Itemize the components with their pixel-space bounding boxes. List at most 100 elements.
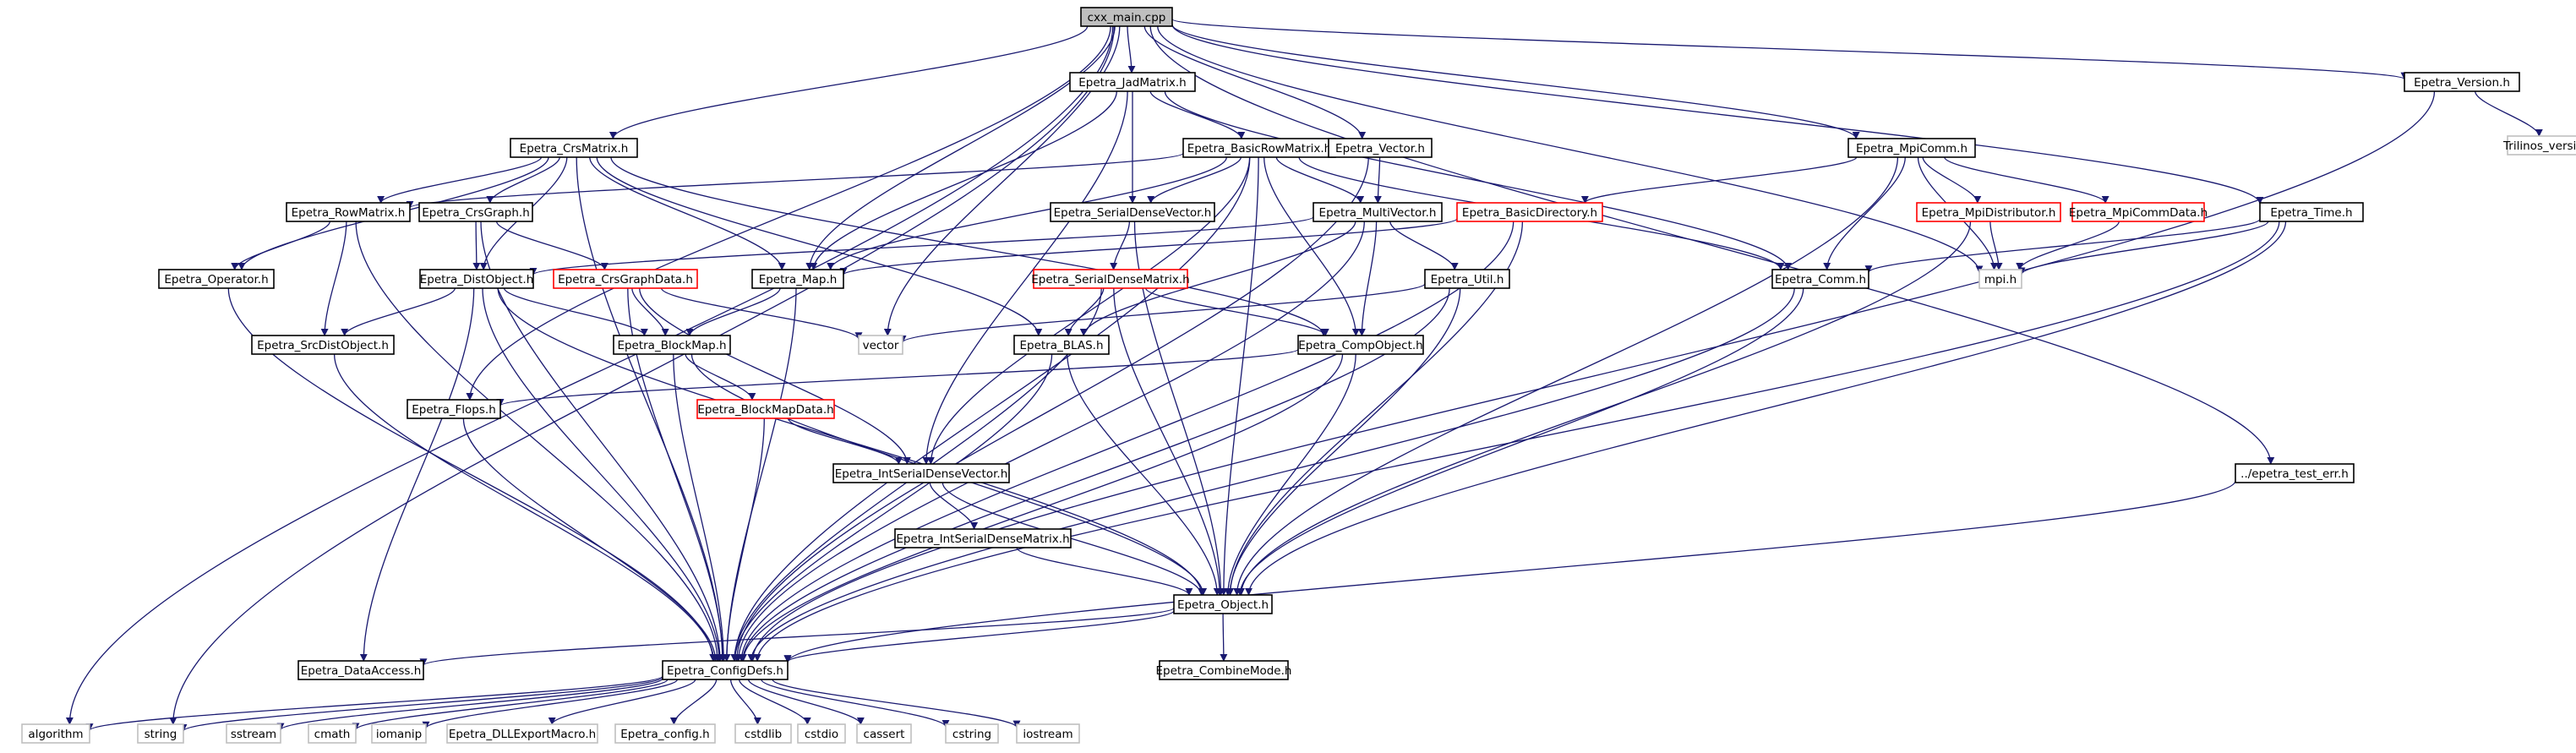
node-box bbox=[418, 202, 533, 222]
node-vector_h[interactable]: Epetra_Vector.h bbox=[1328, 138, 1433, 158]
node-flops[interactable]: Epetra_Flops.h bbox=[407, 399, 501, 419]
node-crsgraph[interactable]: Epetra_CrsGraph.h bbox=[418, 202, 533, 222]
node-box bbox=[308, 723, 357, 744]
node-label: cxx_main.cpp bbox=[1088, 11, 1166, 25]
node-basicdir[interactable]: Epetra_BasicDirectory.h bbox=[1456, 202, 1603, 222]
node-root[interactable]: cxx_main.cpp bbox=[1080, 7, 1173, 27]
node-box bbox=[371, 723, 427, 744]
edge-configdefs-to-cassert bbox=[747, 679, 865, 725]
edge-crs-to-compobj bbox=[610, 156, 1328, 336]
node-label: Epetra_Time.h bbox=[2270, 206, 2352, 220]
node-sdm[interactable]: Epetra_SerialDenseMatrix.h bbox=[1031, 269, 1190, 289]
node-operator[interactable]: Epetra_Operator.h bbox=[158, 269, 275, 289]
node-mpidist[interactable]: Epetra_MpiDistributor.h bbox=[1916, 202, 2061, 222]
edge-configdefs-to-cstring bbox=[761, 679, 950, 728]
node-label: Epetra_RowMatrix.h bbox=[292, 206, 406, 220]
node-box bbox=[614, 723, 716, 744]
edges-layer bbox=[65, 19, 2543, 732]
node-label: cstdio bbox=[805, 728, 838, 741]
node-blockmap[interactable]: Epetra_BlockMap.h bbox=[613, 335, 731, 355]
node-srcdist[interactable]: Epetra_SrcDistObject.h bbox=[251, 335, 395, 355]
node-compobj[interactable]: Epetra_CompObject.h bbox=[1297, 335, 1424, 355]
node-rowmatrix[interactable]: Epetra_RowMatrix.h bbox=[286, 202, 411, 222]
node-distobj[interactable]: Epetra_DistObject.h bbox=[419, 269, 534, 289]
node-vector_std[interactable]: vector bbox=[858, 335, 903, 355]
edge-basicrow-to-sdv bbox=[1147, 156, 1242, 204]
edge-isdv-to-object bbox=[941, 482, 1206, 596]
node-map[interactable]: Epetra_Map.h bbox=[751, 269, 844, 289]
node-algorithm[interactable]: algorithm bbox=[21, 723, 90, 744]
node-box bbox=[1013, 335, 1110, 355]
node-box bbox=[858, 335, 903, 355]
edge-object-to-configdefs bbox=[783, 610, 1175, 663]
node-mpicomm[interactable]: Epetra_MpiComm.h bbox=[1847, 138, 1976, 158]
edge-multivec-to-util bbox=[1389, 221, 1459, 270]
edge-crsgraph-to-distobj bbox=[472, 221, 481, 270]
node-dataaccess[interactable]: Epetra_DataAccess.h bbox=[297, 660, 424, 680]
node-object[interactable]: Epetra_Object.h bbox=[1173, 594, 1273, 614]
node-cmath[interactable]: cmath bbox=[308, 723, 357, 744]
node-crs[interactable]: Epetra_CrsMatrix.h bbox=[510, 138, 638, 158]
node-trilinos[interactable]: Trilinos_version.h bbox=[2502, 135, 2576, 156]
node-box bbox=[226, 723, 281, 744]
node-version[interactable]: Epetra_Version.h bbox=[2404, 72, 2520, 92]
edge-configdefs-to-cstdlib bbox=[729, 679, 761, 725]
node-multivec[interactable]: Epetra_MultiVector.h bbox=[1313, 202, 1443, 222]
node-iomanip[interactable]: iomanip bbox=[371, 723, 427, 744]
node-string[interactable]: string bbox=[137, 723, 184, 744]
edge-configdefs-to-cmath bbox=[352, 679, 669, 731]
edge-root-to-version bbox=[1171, 19, 2408, 80]
node-label: Epetra_JadMatrix.h bbox=[1078, 76, 1186, 90]
node-comm[interactable]: Epetra_Comm.h bbox=[1771, 269, 1869, 289]
node-sstream[interactable]: sstream bbox=[226, 723, 281, 744]
node-box bbox=[21, 723, 90, 744]
node-box bbox=[945, 723, 999, 744]
node-isdm[interactable]: Epetra_IntSerialDenseMatrix.h bbox=[894, 528, 1072, 548]
node-cassert[interactable]: cassert bbox=[856, 723, 912, 744]
node-mpi[interactable]: mpi.h bbox=[1978, 269, 2022, 289]
node-cstring[interactable]: cstring bbox=[945, 723, 999, 744]
node-blockmapdata[interactable]: Epetra_BlockMapData.h bbox=[696, 399, 835, 419]
node-combinemode[interactable]: Epetra_CombineMode.h bbox=[1156, 660, 1292, 680]
node-box bbox=[1033, 269, 1188, 289]
node-dllexport[interactable]: Epetra_DLLExportMacro.h bbox=[446, 723, 598, 744]
node-label: cstring bbox=[952, 728, 991, 741]
node-label: Epetra_DistObject.h bbox=[420, 273, 534, 286]
node-time[interactable]: Epetra_Time.h bbox=[2259, 202, 2364, 222]
node-crsgraphdata[interactable]: Epetra_CrsGraphData.h bbox=[553, 269, 698, 289]
node-sdv[interactable]: Epetra_SerialDenseVector.h bbox=[1050, 202, 1215, 222]
edge-basicrow-to-multivec bbox=[1275, 156, 1365, 204]
edge-root-to-jad bbox=[1127, 25, 1136, 74]
edge-blockmapdata-to-isdv bbox=[787, 417, 903, 465]
edge-jad-to-basicrow bbox=[1149, 90, 1246, 139]
node-box bbox=[2404, 72, 2520, 92]
edge-blas-to-configdefs bbox=[730, 353, 1053, 662]
edge-compobj-to-configdefs bbox=[740, 353, 1344, 662]
node-basicrow[interactable]: Epetra_BasicRowMatrix.h bbox=[1182, 138, 1336, 158]
edge-configdefs-to-cstdio bbox=[739, 679, 811, 725]
edge-vector_h-to-configdefs bbox=[733, 156, 1369, 662]
node-box bbox=[1978, 269, 2022, 289]
node-blas[interactable]: Epetra_BLAS.h bbox=[1013, 335, 1110, 355]
node-config[interactable]: Epetra_config.h bbox=[614, 723, 716, 744]
node-util[interactable]: Epetra_Util.h bbox=[1424, 269, 1510, 289]
node-label: Epetra_ConfigDefs.h bbox=[667, 664, 783, 678]
node-box bbox=[1159, 660, 1289, 680]
node-cstdlib[interactable]: cstdlib bbox=[734, 723, 792, 744]
edge-rowmatrix-to-configdefs bbox=[355, 221, 722, 662]
node-jad[interactable]: Epetra_JadMatrix.h bbox=[1069, 72, 1196, 92]
edge-root-to-algorithm bbox=[65, 25, 1114, 725]
edge-sdv-to-sdm bbox=[1110, 221, 1131, 270]
node-configdefs[interactable]: Epetra_ConfigDefs.h bbox=[662, 660, 789, 680]
node-label: string bbox=[145, 728, 177, 741]
node-label: Epetra_BLAS.h bbox=[1019, 339, 1103, 352]
node-box bbox=[2507, 135, 2576, 156]
edge-rowmatrix-to-srcdist bbox=[320, 221, 347, 336]
node-mpicommdata[interactable]: Epetra_MpiCommData.h bbox=[2069, 202, 2208, 222]
node-cstdio[interactable]: cstdio bbox=[797, 723, 846, 744]
node-box bbox=[832, 463, 1010, 483]
edge-jad-to-comm bbox=[1164, 90, 1793, 270]
node-testerr[interactable]: ../epetra_test_err.h bbox=[2235, 463, 2355, 483]
node-isdv[interactable]: Epetra_IntSerialDenseVector.h bbox=[832, 463, 1010, 483]
node-iostream[interactable]: iostream bbox=[1016, 723, 1080, 744]
